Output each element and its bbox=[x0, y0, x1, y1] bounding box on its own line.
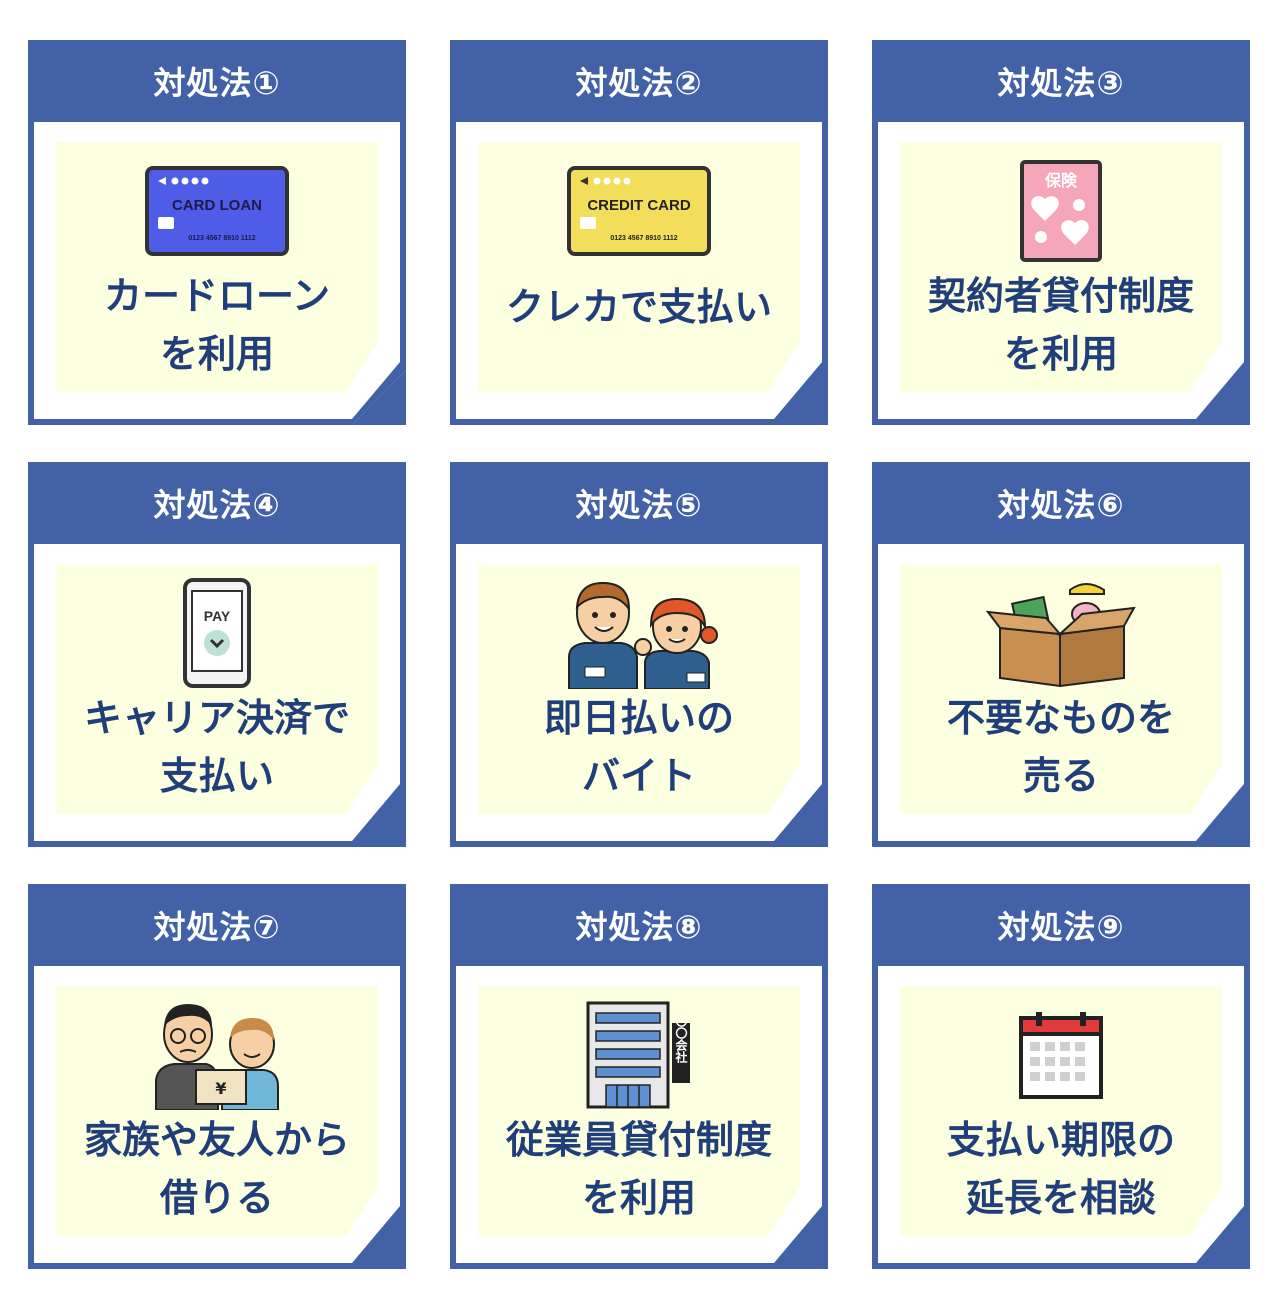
card-body: 保険 契約者貸付制度 を利用 bbox=[878, 122, 1244, 419]
insurance-icon: 保険 bbox=[900, 156, 1222, 266]
card-inner: 〇〇会社 従業員貸付制度 を利用 bbox=[478, 986, 800, 1236]
solutions-grid: 対処法① CARD LOAN 0123 4567 8910 1112 bbox=[28, 40, 1250, 1269]
solution-card-5: 対処法⑤ bbox=[450, 462, 828, 847]
card-label: カードローン を利用 bbox=[103, 274, 331, 376]
card-inner: 支払い期限の 延長を相談 bbox=[900, 986, 1222, 1236]
card-inner: CREDIT CARD 0123 4567 8910 1112 クレカで支払い bbox=[478, 142, 800, 392]
corner-fold-icon bbox=[774, 370, 828, 425]
smartphone-pay-icon: PAY bbox=[56, 578, 378, 688]
card-label: 即日払いの バイト bbox=[543, 696, 734, 798]
part-time-staff-icon bbox=[478, 578, 800, 689]
card-inner: ¥ 家族や友人から 借りる bbox=[56, 986, 378, 1236]
card-inner: CARD LOAN 0123 4567 8910 1112 カードローン を利用 bbox=[56, 142, 378, 392]
corner-fold-icon bbox=[1196, 1214, 1250, 1269]
pay-label: PAY bbox=[204, 608, 231, 624]
card-label: 家族や友人から 借りる bbox=[83, 1118, 350, 1220]
card-number: 0123 4567 8910 1112 bbox=[610, 235, 677, 242]
card-header: 対処法⑧ bbox=[575, 908, 703, 946]
credit-card-label: CREDIT CARD bbox=[587, 197, 690, 214]
solution-card-9: 対処法⑨ 支払い期限の 延長を相談 bbox=[872, 884, 1250, 1269]
card-header: 対処法⑥ bbox=[997, 486, 1125, 524]
card-label: 支払い期限の 延長を相談 bbox=[946, 1118, 1175, 1220]
card-header: 対処法① bbox=[153, 64, 281, 102]
card-header: 対処法③ bbox=[997, 64, 1125, 102]
card-body: CARD LOAN 0123 4567 8910 1112 カードローン を利用 bbox=[34, 122, 400, 419]
card-label: クレカで支払い bbox=[505, 285, 772, 329]
card-body: 〇〇会社 従業員貸付制度 を利用 bbox=[456, 966, 822, 1263]
card-label: キャリア決済で 支払い bbox=[83, 696, 350, 798]
card-body: 支払い期限の 延長を相談 bbox=[878, 966, 1244, 1263]
cardboard-box-icon bbox=[900, 578, 1222, 688]
corner-fold-icon bbox=[1196, 370, 1250, 425]
solution-card-2: 対処法② CREDIT CARD 0123 4567 8910 1112 bbox=[450, 40, 828, 425]
card-header: 対処法④ bbox=[153, 486, 281, 524]
solution-card-4: 対処法④ PAY キャリア決済で 支払い bbox=[28, 462, 406, 847]
insurance-label: 保険 bbox=[1044, 171, 1078, 190]
company-sign: 〇〇会社 bbox=[674, 1014, 688, 1063]
corner-fold-icon bbox=[774, 1214, 828, 1269]
solution-card-3: 対処法③ 保険 契約者貸付制度 を利用 bbox=[872, 40, 1250, 425]
card-header: 対処法⑨ bbox=[997, 908, 1125, 946]
card-loan-label: CARD LOAN bbox=[172, 197, 262, 214]
solution-card-6: 対処法⑥ 不要なものを 売る bbox=[872, 462, 1250, 847]
credit-card-icon: CREDIT CARD 0123 4567 8910 1112 bbox=[478, 156, 800, 266]
corner-fold-icon bbox=[1196, 792, 1250, 847]
card-number: 0123 4567 8910 1112 bbox=[188, 235, 255, 242]
corner-fold-icon bbox=[774, 792, 828, 847]
card-inner: 不要なものを 売る bbox=[900, 564, 1222, 814]
solution-card-1: 対処法① CARD LOAN 0123 4567 8910 1112 bbox=[28, 40, 406, 425]
corner-fold-icon bbox=[352, 1214, 406, 1269]
card-label: 不要なものを 売る bbox=[946, 696, 1175, 798]
card-header: 対処法⑦ bbox=[153, 908, 281, 946]
card-body: PAY キャリア決済で 支払い bbox=[34, 544, 400, 841]
card-loan-icon: CARD LOAN 0123 4567 8910 1112 bbox=[56, 156, 378, 266]
borrowing-people-icon: ¥ bbox=[56, 1000, 378, 1110]
corner-fold-icon bbox=[352, 792, 406, 847]
card-inner: 即日払いの バイト bbox=[478, 564, 800, 814]
card-inner: PAY キャリア決済で 支払い bbox=[56, 564, 378, 814]
company-building-icon: 〇〇会社 bbox=[478, 1000, 800, 1110]
card-body: 即日払いの バイト bbox=[456, 544, 822, 841]
solution-card-8: 対処法⑧ 〇〇会社 bbox=[450, 884, 828, 1269]
card-label: 従業員貸付制度 を利用 bbox=[505, 1118, 772, 1220]
card-inner: 保険 契約者貸付制度 を利用 bbox=[900, 142, 1222, 392]
card-body: CREDIT CARD 0123 4567 8910 1112 クレカで支払い bbox=[456, 122, 822, 419]
card-label: 契約者貸付制度 を利用 bbox=[927, 274, 1194, 376]
yen-sign: ¥ bbox=[215, 1079, 226, 1098]
card-body: 不要なものを 売る bbox=[878, 544, 1244, 841]
calendar-icon bbox=[900, 1000, 1222, 1110]
corner-fold-icon bbox=[352, 370, 406, 425]
card-body: ¥ 家族や友人から 借りる bbox=[34, 966, 400, 1263]
card-header: 対処法② bbox=[575, 64, 703, 102]
card-header: 対処法⑤ bbox=[575, 486, 703, 524]
solution-card-7: 対処法⑦ bbox=[28, 884, 406, 1269]
